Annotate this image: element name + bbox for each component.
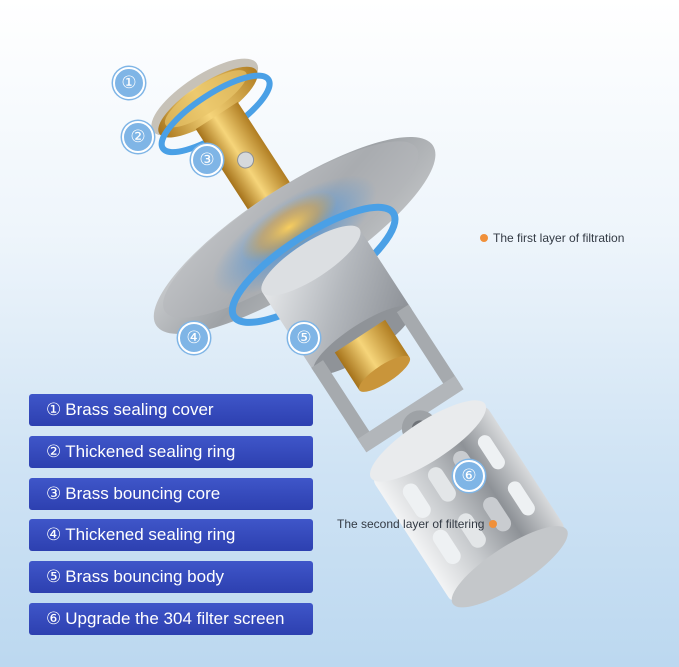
filter-screen — [369, 400, 568, 608]
legend-number: ④ — [46, 525, 62, 546]
legend-label: Brass bouncing body — [65, 567, 225, 587]
legend-item-6: ⑥ Upgrade the 304 filter screen — [29, 602, 313, 635]
legend-label: Brass bouncing core — [65, 483, 221, 503]
badge-1: ① — [113, 67, 145, 99]
badge-3: ③ — [191, 144, 223, 176]
callout-second-layer: The second layer of filtering — [337, 517, 502, 531]
bullet-dot — [480, 234, 488, 242]
legend-item-4: ④ Thickened sealing ring — [29, 519, 313, 552]
legend-number: ① — [46, 400, 62, 420]
legend-label: Brass sealing cover — [65, 400, 214, 419]
parts-legend: ① Brass sealing cover ② Thickened sealin… — [29, 394, 313, 645]
legend-item-1: ① Brass sealing cover — [29, 394, 313, 426]
legend-number: ⑤ — [46, 567, 62, 588]
legend-number: ③ — [46, 483, 62, 504]
legend-number: ⑥ — [46, 608, 62, 629]
bullet-dot — [489, 520, 498, 528]
badge-4: ④ — [178, 322, 210, 354]
legend-item-2: ② Thickened sealing ring — [29, 435, 313, 468]
legend-label: Thickened sealing ring — [65, 525, 236, 545]
legend-item-5: ⑤ Brass bouncing body — [29, 561, 313, 594]
badge-2: ② — [122, 121, 154, 153]
callout-second-layer-text: The second layer of filtering — [337, 517, 485, 531]
badge-5: ⑤ — [288, 322, 320, 354]
badge-6: ⑥ — [453, 460, 485, 492]
legend-item-3: ③ Brass bouncing core — [29, 477, 313, 510]
callout-first-layer-text: The first layer of filtration — [493, 231, 625, 245]
legend-label: Thickened sealing ring — [65, 441, 236, 461]
callout-first-layer: The first layer of filtration — [475, 231, 624, 245]
legend-label: Upgrade the 304 filter screen — [65, 608, 285, 628]
legend-number: ② — [46, 441, 62, 462]
